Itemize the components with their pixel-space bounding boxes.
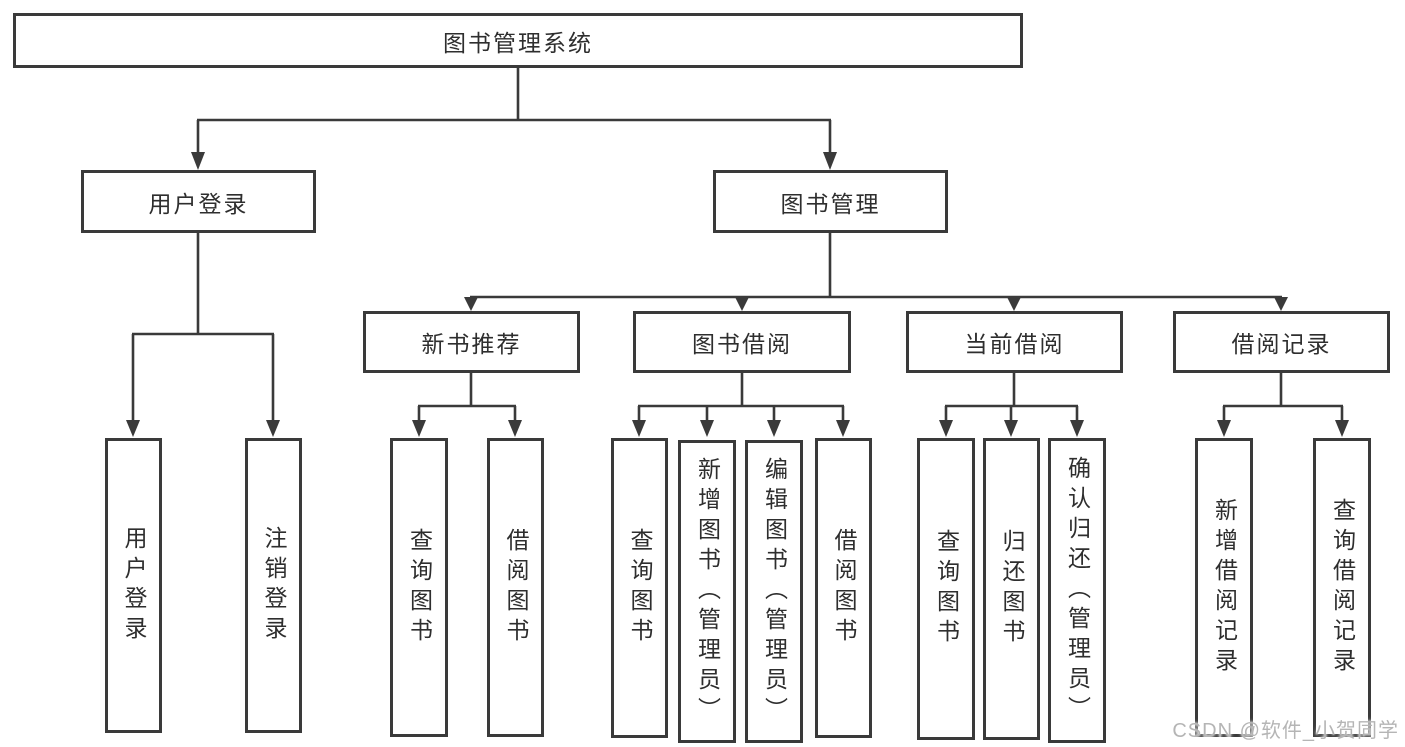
node-current-borrow: 当前借阅 (906, 311, 1123, 373)
leaf-logout: 注销登录 (245, 438, 302, 733)
node-current-borrow-label: 当前借阅 (964, 331, 1065, 357)
leaf-return-book-label: 归还图书 (999, 529, 1025, 649)
leaf-query-book-3: 查询图书 (917, 438, 975, 740)
node-book-borrow-label: 图书借阅 (692, 331, 792, 357)
node-user-login: 用户登录 (81, 170, 316, 233)
node-new-book-rec-label: 新书推荐 (421, 331, 522, 357)
leaf-return-book: 归还图书 (983, 438, 1040, 740)
leaf-add-book: 新增图书（管理员） (678, 440, 736, 743)
leaf-query-record: 查询借阅记录 (1313, 438, 1371, 737)
leaf-query-book-2: 查询图书 (611, 438, 668, 738)
leaf-query-book-3-label: 查询图书 (933, 529, 960, 649)
leaf-query-book-1-label: 查询图书 (406, 527, 433, 648)
node-borrow-records-label: 借阅记录 (1231, 331, 1332, 357)
node-borrow-records: 借阅记录 (1173, 311, 1390, 373)
leaf-confirm-return-label: 确认归还（管理员） (1064, 455, 1091, 726)
leaf-borrow-book-1: 借阅图书 (487, 438, 544, 737)
node-user-login-label: 用户登录 (148, 190, 249, 217)
leaf-add-book-label: 新增图书（管理员） (694, 456, 721, 727)
arrowheads (126, 152, 1349, 437)
watermark: CSDN @软件_小贺同学 (1172, 720, 1399, 742)
node-root: 图书管理系统 (13, 13, 1023, 68)
leaf-user-login: 用户登录 (105, 438, 162, 733)
leaf-query-book-1: 查询图书 (390, 438, 448, 737)
leaf-confirm-return: 确认归还（管理员） (1048, 438, 1106, 743)
leaf-logout-label: 注销登录 (261, 525, 287, 646)
node-new-book-rec: 新书推荐 (363, 311, 580, 373)
node-root-label: 图书管理系统 (443, 29, 593, 56)
leaf-add-record: 新增借阅记录 (1195, 438, 1253, 737)
leaf-query-book-2-label: 查询图书 (627, 528, 653, 648)
leaf-edit-book-label: 编辑图书（管理员） (761, 456, 788, 727)
leaf-edit-book: 编辑图书（管理员） (745, 440, 803, 743)
leaf-borrow-book-2: 借阅图书 (815, 438, 872, 738)
leaf-user-login-label: 用户登录 (121, 525, 147, 646)
node-book-borrow: 图书借阅 (633, 311, 851, 373)
node-book-mgmt: 图书管理 (713, 170, 948, 233)
node-book-mgmt-label: 图书管理 (780, 190, 881, 217)
leaf-borrow-book-2-label: 借阅图书 (831, 528, 857, 648)
leaf-add-record-label: 新增借阅记录 (1211, 497, 1238, 678)
leaf-query-record-label: 查询借阅记录 (1329, 497, 1356, 678)
leaf-borrow-book-1-label: 借阅图书 (503, 527, 529, 648)
